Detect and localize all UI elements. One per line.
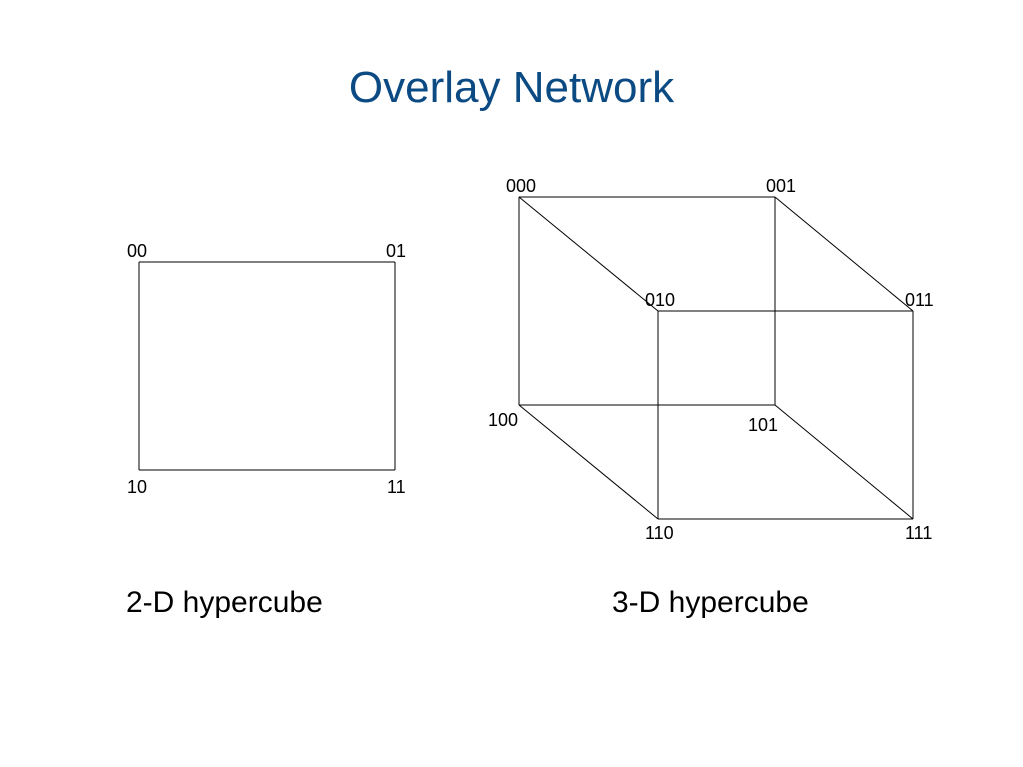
edge-001-011 xyxy=(774,196,914,312)
caption-2d-hypercube: 2-D hypercube xyxy=(126,586,323,619)
hypercube-2d-edges xyxy=(138,261,396,471)
node-label-11: 11 xyxy=(387,477,406,497)
node-label-000: 000 xyxy=(506,176,536,196)
node-label-111: 111 xyxy=(905,523,932,543)
node-label-110: 110 xyxy=(645,523,674,543)
node-label-010: 010 xyxy=(645,290,675,310)
slide-title: Overlay Network xyxy=(348,63,675,112)
edge-000-010 xyxy=(518,196,659,312)
node-label-00: 00 xyxy=(127,241,147,261)
node-label-011: 011 xyxy=(905,290,934,310)
node-label-001: 001 xyxy=(766,176,796,196)
node-label-100: 100 xyxy=(488,410,518,430)
node-label-101: 101 xyxy=(748,415,778,435)
node-label-10: 10 xyxy=(127,477,147,497)
edge-101-111 xyxy=(774,404,914,520)
caption-3d-hypercube: 3-D hypercube xyxy=(612,586,809,619)
node-label-01: 01 xyxy=(386,241,406,261)
edge-100-110 xyxy=(518,404,659,520)
hypercube-3d-edges xyxy=(518,196,914,520)
